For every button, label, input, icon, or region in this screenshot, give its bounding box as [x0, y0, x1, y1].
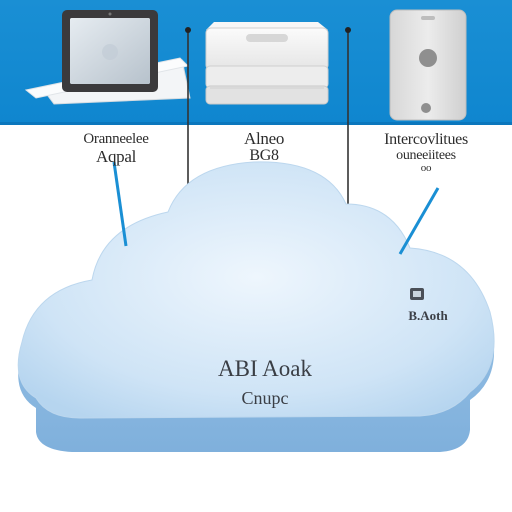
band-divider [0, 122, 512, 125]
connector-left [112, 161, 128, 247]
node-label: B.Aoth [408, 308, 448, 323]
label-left-line1: Oranneelee [83, 131, 149, 147]
cloud-subtitle: Cnupc [241, 388, 289, 408]
connector-right [398, 187, 440, 255]
label-center-line1: Alneo [243, 129, 285, 148]
label-right-line1: Intercovlitues [384, 131, 468, 148]
label-right-line2: ouneeiitees [396, 147, 456, 163]
node-icon [410, 288, 424, 300]
cloud-title: ABI Aoak [218, 356, 312, 381]
label-center-line2: BG8 [249, 146, 279, 164]
label-left-line2: Aqpal [95, 146, 137, 166]
label-right: Intercovlitues ouneeiitees oo [366, 131, 486, 175]
label-right-line3: oo [420, 162, 432, 175]
label-left: Oranneelee Aqpal [66, 131, 166, 166]
label-center: Alneo BG8 [214, 130, 314, 165]
